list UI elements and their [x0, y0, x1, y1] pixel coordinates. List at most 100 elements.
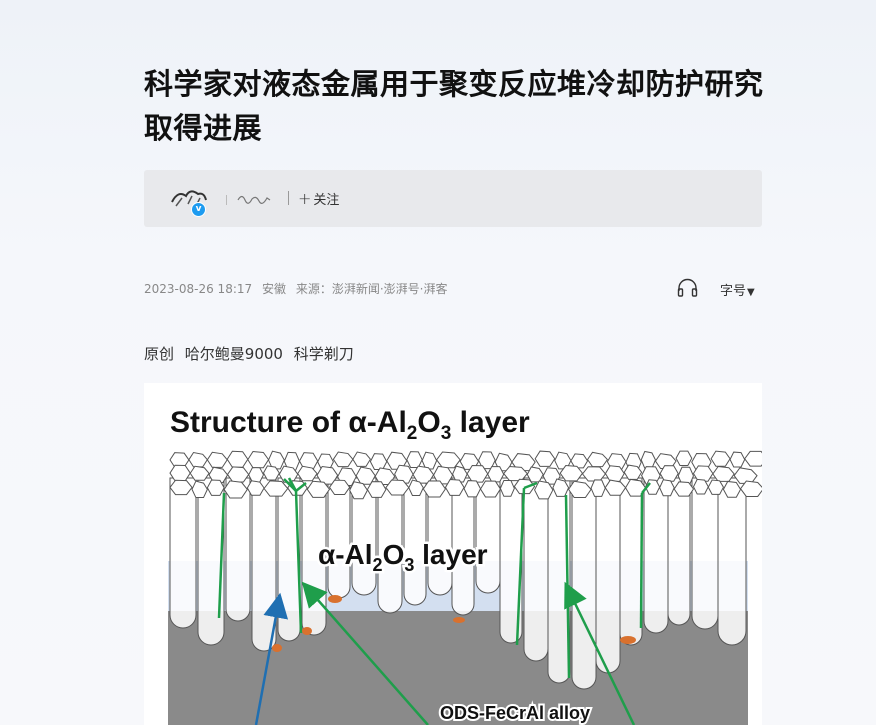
columnar-grain — [377, 477, 403, 614]
original-line: 原创 哈尔鲍曼9000 科学剃刀 — [144, 343, 360, 364]
equiaxed-grain — [206, 479, 225, 496]
equiaxed-grain — [659, 465, 679, 482]
equiaxed-grain — [534, 450, 556, 467]
equiaxed-grain — [654, 453, 677, 470]
author-bar: v +关注 — [144, 170, 762, 227]
article-title: 科学家对液态金属用于聚变反应堆冷却防护研究取得进展 — [144, 67, 764, 145]
publish-datetime: 2023-08-26 18:17 — [144, 282, 253, 296]
blue-arrow — [254, 592, 289, 725]
equiaxed-grain — [422, 480, 447, 498]
columnar-grain — [169, 477, 197, 629]
equiaxed-grain — [739, 480, 762, 497]
equiaxed-grain — [191, 480, 208, 499]
equiaxed-grain — [673, 481, 695, 497]
columnar-grain — [643, 477, 669, 634]
equiaxed-grain — [247, 450, 270, 469]
equiaxed-grain — [352, 451, 371, 467]
equiaxed-grain — [479, 480, 501, 498]
article-source[interactable]: 来源：澎湃新闻·澎湃号·湃客 — [295, 282, 448, 296]
equiaxed-grain — [729, 451, 746, 468]
columnar-grain — [197, 477, 225, 646]
equiaxed-grain — [692, 465, 714, 482]
equiaxed-grain — [188, 451, 208, 468]
alloy-label: ODS-FeCrAl alloy — [440, 703, 590, 723]
font-size-button[interactable]: 字号▼ — [720, 280, 755, 299]
equiaxed-grain — [169, 479, 193, 496]
columnar-grain — [691, 477, 719, 630]
equiaxed-grain — [223, 480, 248, 499]
equiaxed-grain — [710, 450, 731, 467]
equiaxed-grain — [744, 450, 762, 467]
equiaxed-grain — [581, 466, 607, 482]
follow-label: 关注 — [313, 193, 340, 208]
equiaxed-grain — [499, 479, 515, 497]
equiaxed-grain — [733, 467, 758, 484]
green-arrow — [564, 581, 636, 725]
headphones-icon[interactable] — [677, 278, 698, 297]
equiaxed-grains — [169, 450, 762, 500]
equiaxed-grain — [262, 465, 280, 481]
columnar-grain — [667, 477, 691, 626]
equiaxed-grain — [436, 451, 461, 469]
columnar-grain — [451, 477, 475, 616]
columnar-grain — [717, 477, 747, 646]
equiaxed-grain — [248, 467, 265, 483]
equiaxed-grain — [659, 479, 675, 497]
equiaxed-grain — [487, 466, 505, 483]
verified-icon: v — [191, 202, 206, 217]
equiaxed-grain — [328, 479, 351, 496]
equiaxed-grain — [712, 465, 735, 482]
original-tag: 原创 — [144, 345, 175, 363]
author-name-signature[interactable] — [236, 190, 272, 206]
columnar-grain — [523, 477, 549, 662]
columnar-grain — [351, 477, 377, 596]
equiaxed-grain — [513, 478, 536, 495]
author-avatar[interactable] — [168, 182, 208, 216]
equiaxed-grain — [226, 466, 250, 483]
equiaxed-grain — [640, 450, 657, 469]
equiaxed-grain — [590, 479, 606, 497]
columnar-grain — [571, 477, 597, 690]
publish-location: 安徽 — [261, 282, 286, 296]
equiaxed-grain — [623, 464, 643, 480]
figure-title: Structure of α-Al2O3 layer — [170, 406, 530, 444]
caret-down-icon: ▼ — [747, 287, 755, 298]
equiaxed-grain — [366, 481, 387, 498]
equiaxed-grain — [408, 479, 424, 496]
equiaxed-grain — [332, 451, 354, 468]
divider — [288, 191, 289, 205]
author-line[interactable]: 哈尔鲍曼9000 — [184, 345, 283, 363]
equiaxed-grain — [552, 478, 570, 497]
columnar-grain — [619, 477, 643, 646]
columnar-grain — [251, 477, 277, 652]
equiaxed-grain — [369, 453, 388, 471]
font-size-label: 字号 — [720, 284, 747, 299]
equiaxed-grain — [675, 450, 693, 466]
equiaxed-grain — [534, 480, 554, 500]
layer-label: α-Al2O3 layer — [318, 539, 488, 575]
equiaxed-grain — [386, 451, 408, 470]
equiaxed-grain — [226, 450, 249, 468]
equiaxed-grain — [169, 464, 191, 482]
equiaxed-grain — [297, 465, 318, 482]
columnar-grain — [225, 477, 251, 622]
plus-icon: + — [298, 189, 312, 208]
alumina-structure-diagram: Structure of α-Al2O3 layer α-Al2O3 layer… — [168, 406, 762, 725]
equiaxed-grain — [444, 478, 465, 496]
green-arrow — [301, 581, 429, 725]
columnar-grain — [499, 477, 523, 644]
columnar-grain — [327, 477, 351, 599]
article-figure: Structure of α-Al2O3 layer α-Al2O3 layer… — [144, 383, 762, 725]
columnar-grain — [595, 477, 621, 674]
equiaxed-grain — [421, 451, 438, 470]
divider — [226, 195, 227, 205]
columnar-grain — [403, 477, 427, 606]
article-meta: 2023-08-26 18:17 安徽 来源：澎湃新闻·澎湃号·湃客 — [144, 280, 453, 297]
follow-button[interactable]: +关注 — [298, 189, 339, 208]
equiaxed-grain — [306, 480, 331, 498]
equiaxed-grain — [707, 479, 725, 495]
precipitates — [272, 595, 636, 652]
equiaxed-grain — [189, 465, 210, 481]
column-name[interactable]: 科学剃刀 — [293, 345, 354, 363]
equiaxed-grain — [586, 451, 609, 468]
